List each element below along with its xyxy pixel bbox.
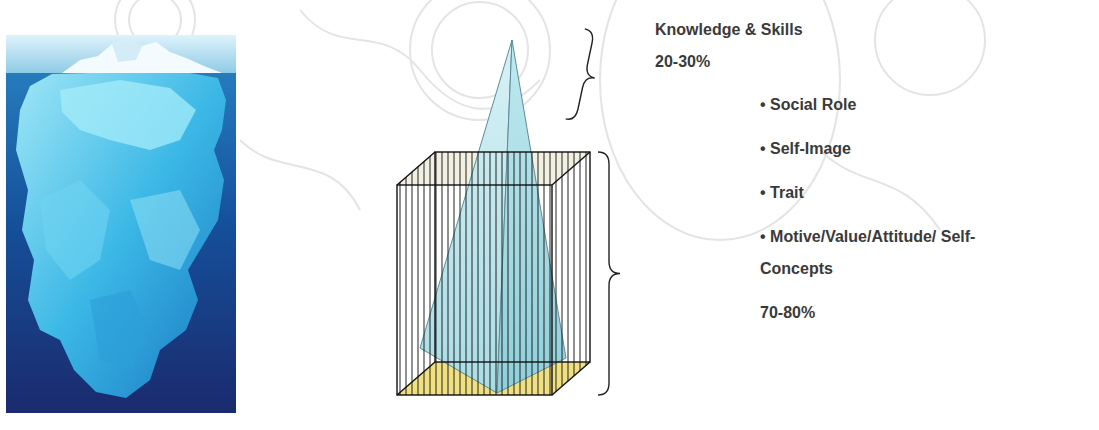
iceberg-photo: [6, 35, 236, 413]
stripe: [442, 150, 443, 397]
percent-label: 70-80%: [760, 297, 815, 329]
stripe: [514, 150, 515, 397]
stripe: [520, 150, 521, 397]
stripe: [466, 150, 467, 397]
cube-stripes: [400, 150, 586, 397]
stripe: [412, 150, 413, 397]
stripe: [472, 150, 473, 397]
brace: [598, 152, 620, 395]
list-item: • Motive/Value/Attitude/ Self-Concepts: [760, 221, 990, 285]
stripe: [568, 150, 569, 397]
stripe: [454, 150, 455, 397]
stripe: [484, 150, 485, 397]
list-item: • Self-Image: [760, 133, 851, 165]
brace: [566, 29, 605, 123]
stripe: [574, 150, 575, 397]
stripe: [478, 150, 479, 397]
stripe: [400, 150, 401, 397]
list-item: • Social Role: [760, 89, 856, 121]
label-text: Knowledge & Skills: [655, 14, 803, 46]
stripe: [508, 150, 509, 397]
cube-pyramid: [397, 40, 590, 397]
stripe: [418, 150, 419, 397]
stripe: [406, 150, 407, 397]
stripe: [550, 150, 551, 397]
stripe: [526, 150, 527, 397]
list-item: • Trait: [760, 177, 804, 209]
stripe: [490, 150, 491, 397]
stripe: [562, 150, 563, 397]
stripe: [430, 150, 431, 397]
stripe: [496, 150, 497, 397]
stripe: [424, 150, 425, 397]
stripe: [532, 150, 533, 397]
stripe: [556, 150, 557, 397]
stripe: [538, 150, 539, 397]
stripe: [544, 150, 545, 397]
stripe: [502, 150, 503, 397]
stripe: [580, 150, 581, 397]
cube-edges: [397, 152, 590, 395]
percent-label: 20-30%: [655, 46, 710, 78]
stripe: [460, 150, 461, 397]
stripe: [586, 150, 587, 397]
stripe: [448, 150, 449, 397]
